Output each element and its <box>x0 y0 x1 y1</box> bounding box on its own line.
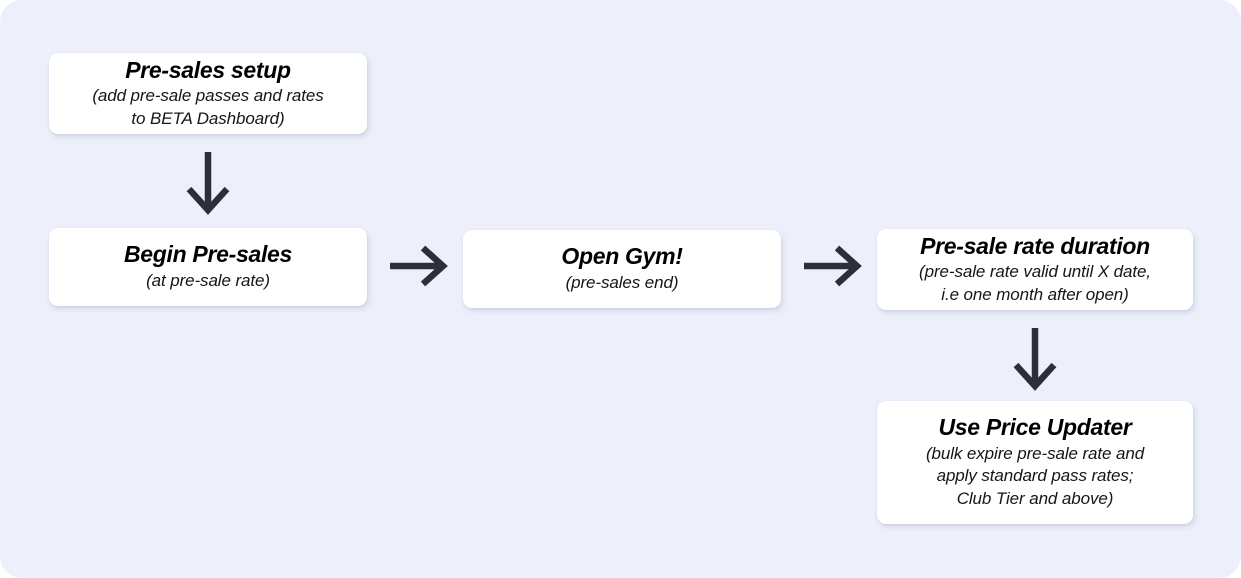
node-begin-presales[interactable]: Begin Pre-sales (at pre-sale rate) <box>49 228 367 306</box>
arrow-right-icon <box>800 240 862 292</box>
arrow-down-icon <box>1008 326 1062 392</box>
node-price-updater[interactable]: Use Price Updater (bulk expire pre-sale … <box>877 401 1193 524</box>
node-subtitle-line: (pre-sales end) <box>565 272 679 292</box>
arrow-down-icon <box>181 150 235 216</box>
node-title: Open Gym! <box>561 243 683 270</box>
node-title: Begin Pre-sales <box>123 241 293 268</box>
node-subtitle-line: (pre-sale rate valid until X date, <box>919 262 1151 282</box>
node-title: Pre-sales setup <box>125 56 291 83</box>
node-subtitle-line: (add pre-sale passes and rates <box>92 86 324 106</box>
node-title: Use Price Updater <box>938 414 1132 441</box>
node-subtitle-line: (bulk expire pre-sale rate and <box>925 443 1145 463</box>
node-rate-duration[interactable]: Pre-sale rate duration (pre-sale rate va… <box>877 229 1193 310</box>
node-subtitle-line: apply standard pass rates; <box>936 466 1134 486</box>
node-subtitle-line: to BETA Dashboard) <box>131 108 285 128</box>
node-subtitle-line: Club Tier and above) <box>956 489 1114 509</box>
node-open-gym[interactable]: Open Gym! (pre-sales end) <box>463 230 781 308</box>
node-subtitle-line: (at pre-sale rate) <box>146 270 270 290</box>
node-presales-setup[interactable]: Pre-sales setup (add pre-sale passes and… <box>49 53 367 134</box>
node-title: Pre-sale rate duration <box>920 232 1150 259</box>
arrow-right-icon <box>386 240 448 292</box>
node-subtitle-line: i.e one month after open) <box>941 284 1129 304</box>
